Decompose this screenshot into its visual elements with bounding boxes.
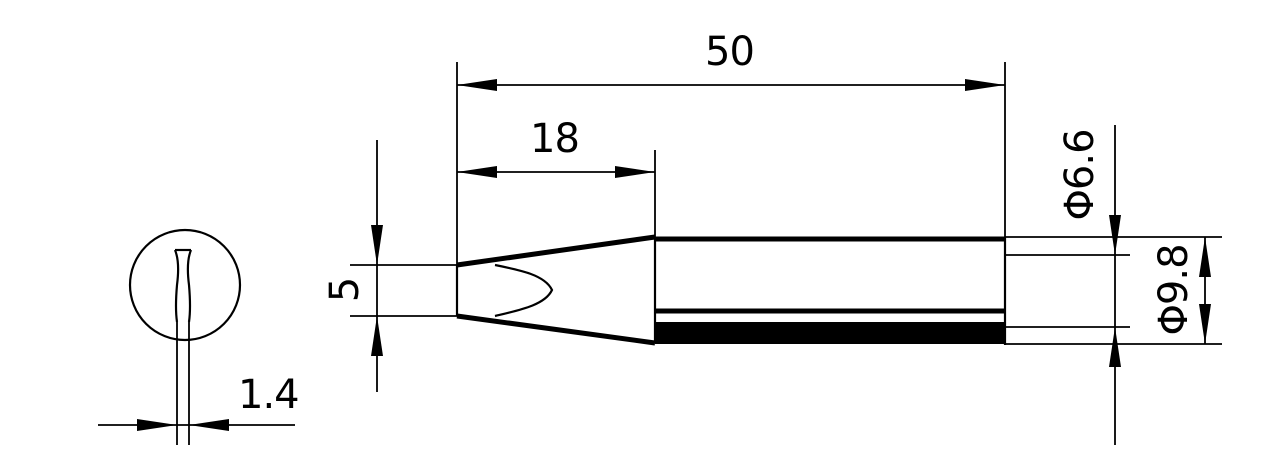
chisel-face xyxy=(494,263,554,318)
end-view-circle xyxy=(128,228,242,342)
taper-length-label: 18 xyxy=(530,116,579,162)
thickness-label: 1.4 xyxy=(238,372,299,418)
end-view-tip-profile xyxy=(173,249,193,323)
side-view: 50 18 5 Φ6.6 Φ9.8 xyxy=(322,29,1222,445)
tip-width-label: 5 xyxy=(322,278,368,302)
shaft-band xyxy=(655,322,1005,344)
thickness-arrow-left xyxy=(137,419,177,431)
end-view: 1.4 xyxy=(98,228,300,445)
inner-diameter-label: Φ6.6 xyxy=(1057,129,1103,220)
total-length-label: 50 xyxy=(705,29,754,75)
outer-diameter-label: Φ9.8 xyxy=(1151,244,1197,335)
thickness-arrow-right xyxy=(189,419,229,431)
